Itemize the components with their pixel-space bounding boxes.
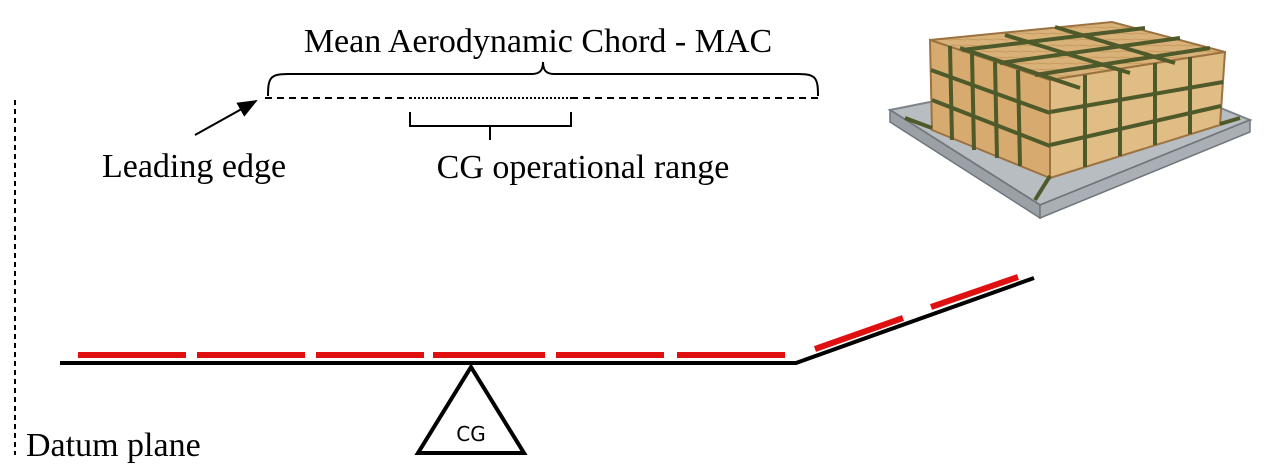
leading-edge-arrow <box>194 100 258 136</box>
load-segment <box>930 274 1019 310</box>
load-distribution <box>78 274 1019 358</box>
cg-range-label: CG operational range <box>437 149 730 186</box>
load-segment <box>814 315 904 352</box>
cargo-pallet-image <box>887 20 1253 220</box>
cg-label: CG <box>456 422 485 446</box>
mac-title: Mean Aerodynamic Chord - MAC <box>304 23 772 60</box>
mac-bracket <box>267 61 819 97</box>
floor-ramp-line <box>60 276 1035 365</box>
cg-fulcrum-triangle <box>414 363 528 455</box>
cg-range-bracket <box>409 112 572 140</box>
datum-label: Datum plane <box>26 427 201 464</box>
leading-edge-label: Leading edge <box>102 148 286 185</box>
